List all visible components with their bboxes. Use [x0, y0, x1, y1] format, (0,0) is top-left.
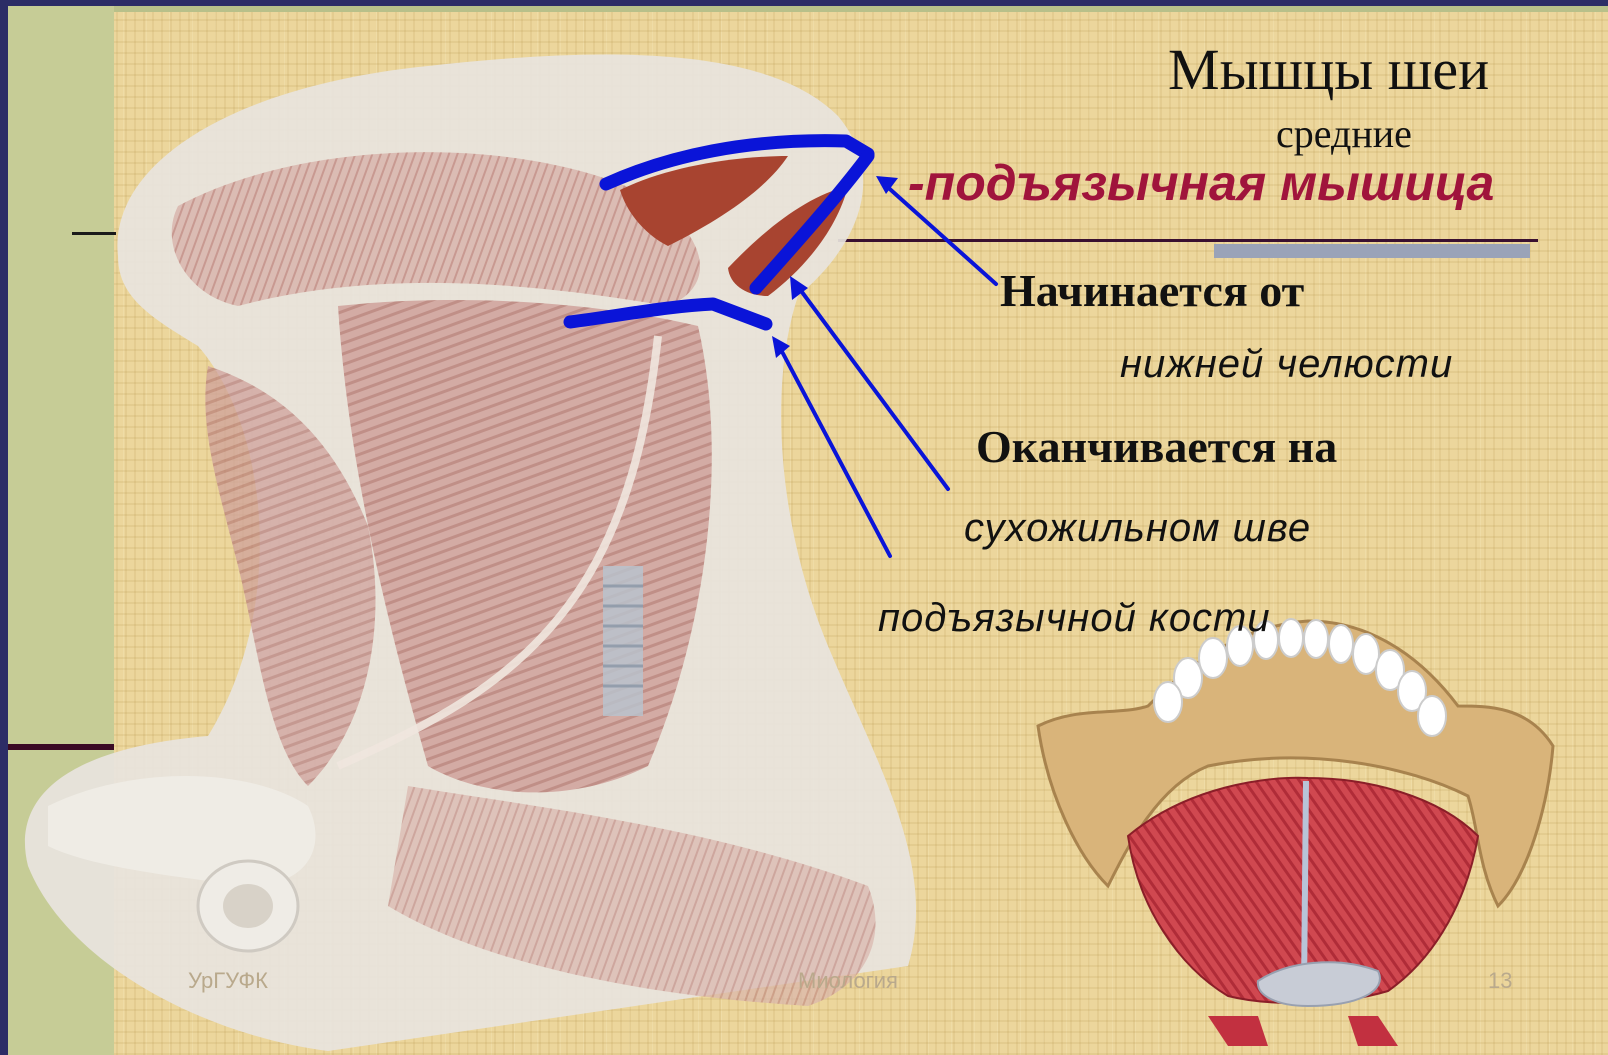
muscle-name: -подъязычная мышица	[908, 154, 1494, 212]
page-number: 13	[1488, 968, 1512, 994]
origin-value: нижней челюсти	[1120, 342, 1453, 387]
slide-title: Мышцы шеи	[1168, 36, 1489, 103]
origin-label: Начинается от	[1000, 264, 1304, 317]
slide-subtitle: средние	[1276, 110, 1412, 157]
insertion-label: Оканчивается на	[976, 420, 1337, 473]
insertion-value-2: подъязычной кости	[878, 596, 1271, 641]
slide: Мышцы шеи средние -подъязычная мышица На…	[8, 6, 1608, 1055]
footer-center: Миология	[798, 968, 898, 994]
insertion-value-1: сухожильном шве	[964, 506, 1311, 551]
footer-left: УрГУФК	[188, 968, 268, 994]
